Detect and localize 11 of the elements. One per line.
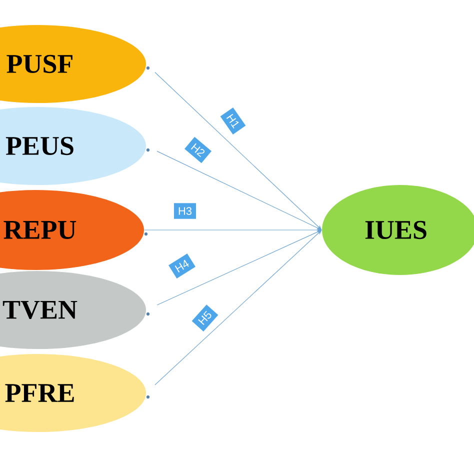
ellipse-node: REPU (0, 190, 148, 270)
edge-label: H4 (168, 254, 196, 278)
edge-label: H3 (174, 203, 196, 219)
edge-label: H5 (192, 304, 218, 332)
edge-label: H1 (220, 108, 246, 134)
ellipse-node: TVEN (0, 271, 150, 349)
ellipse-node: PEUS (0, 107, 150, 185)
ellipse-node: PUSF (0, 25, 150, 103)
arrow (154, 72, 322, 230)
edge-label: H2 (184, 136, 212, 164)
ellipse-node: PFRE (0, 354, 150, 432)
